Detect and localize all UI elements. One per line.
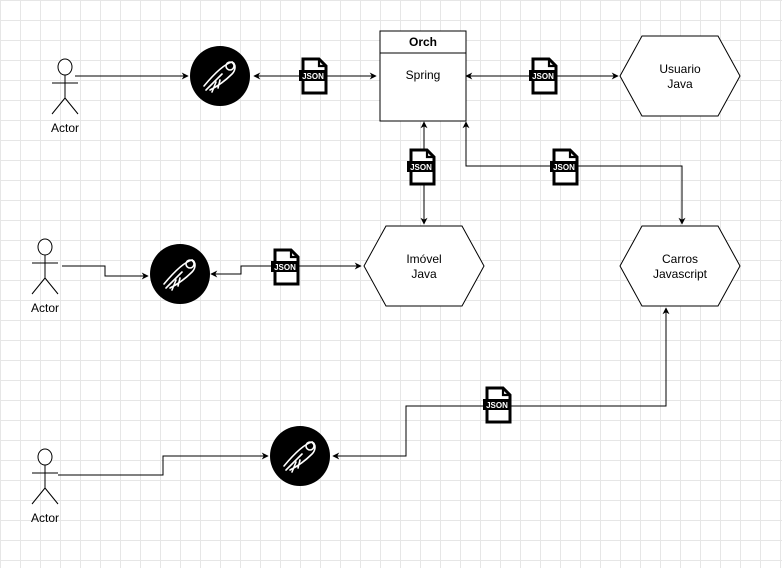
orch-title: Orch	[408, 35, 437, 49]
usuario-service-hexagon[interactable]	[619, 35, 741, 117]
actor-figure	[31, 238, 59, 295]
json-badge-text: JSON	[532, 72, 554, 81]
actor-label: Actor	[50, 121, 79, 135]
json-badge-text: JSON	[274, 263, 296, 272]
actor-label: Actor	[30, 511, 59, 525]
actor-figure	[31, 448, 59, 505]
json-badge-text: JSON	[410, 163, 432, 172]
edge-client3-carros	[332, 307, 670, 460]
actor-label: Actor	[30, 301, 59, 315]
postman-icon[interactable]	[149, 243, 211, 305]
carros-service-label: Carros Javascript	[652, 252, 708, 281]
actor-figure	[51, 58, 79, 115]
usuario-service-label: Usuario Java	[659, 62, 701, 91]
json-badge-text: JSON	[486, 401, 508, 410]
edge-actor3-client3	[58, 452, 269, 476]
carros-service-hexagon[interactable]	[619, 225, 741, 307]
edge-actor2-client2	[62, 265, 149, 280]
json-badge-text: JSON	[302, 72, 324, 81]
imovel-service-label: Imóvel Java	[406, 252, 442, 281]
edge-client2-imovel	[210, 262, 362, 278]
postman-icon[interactable]	[189, 45, 251, 107]
json-badge-text: JSON	[553, 163, 575, 172]
orch-container[interactable]	[379, 30, 467, 122]
orch-body: Spring	[405, 68, 441, 82]
imovel-service-hexagon[interactable]	[363, 225, 485, 307]
postman-icon[interactable]	[269, 425, 331, 487]
